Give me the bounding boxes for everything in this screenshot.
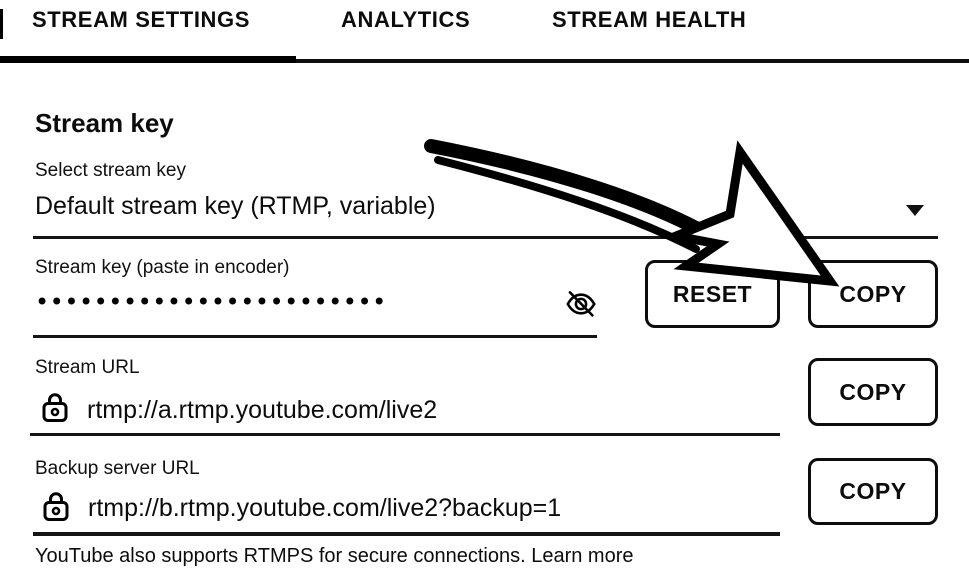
lock-icon bbox=[42, 392, 68, 423]
tab-stream-health[interactable]: STREAM HEALTH bbox=[552, 7, 747, 32]
stream-url-label: Stream URL bbox=[35, 357, 140, 378]
tab-stream-settings[interactable]: STREAM SETTINGS bbox=[32, 7, 251, 32]
tabbar-divider bbox=[0, 59, 969, 63]
eye-off-icon bbox=[560, 286, 602, 322]
copy-stream-url-button[interactable]: COPY bbox=[808, 358, 938, 426]
select-stream-key-label: Select stream key bbox=[35, 160, 186, 181]
rtmps-note: YouTube also supports RTMPS for secure c… bbox=[35, 545, 633, 568]
section-title-stream-key: Stream key bbox=[35, 108, 174, 138]
stream-url-value: rtmp://a.rtmp.youtube.com/live2 bbox=[87, 396, 438, 424]
chevron-down-icon[interactable] bbox=[906, 205, 924, 216]
backup-url-value: rtmp://b.rtmp.youtube.com/live2?backup=1 bbox=[88, 494, 562, 522]
stream-key-underline bbox=[33, 335, 597, 338]
active-tab-indicator bbox=[0, 56, 296, 63]
copy-stream-key-button[interactable]: COPY bbox=[808, 260, 938, 328]
select-underline bbox=[33, 236, 938, 239]
stream-key-field-label: Stream key (paste in encoder) bbox=[35, 257, 290, 278]
backup-url-underline bbox=[33, 532, 780, 536]
stream-url-underline bbox=[30, 433, 780, 436]
reset-button[interactable]: RESET bbox=[645, 260, 780, 328]
rtmps-note-text: YouTube also supports RTMPS for secure c… bbox=[35, 545, 526, 567]
stream-key-select-value[interactable]: Default stream key (RTMP, variable) bbox=[35, 192, 436, 220]
copy-backup-url-button[interactable]: COPY bbox=[808, 458, 938, 525]
tab-analytics[interactable]: ANALYTICS bbox=[341, 7, 471, 32]
learn-more-link[interactable]: Learn more bbox=[531, 545, 634, 567]
screen-edge-artifact bbox=[0, 9, 3, 39]
toggle-visibility-button[interactable] bbox=[560, 286, 602, 322]
stream-key-masked-value: •••••••••••••••••••••••• bbox=[35, 288, 387, 316]
backup-url-label: Backup server URL bbox=[35, 458, 200, 479]
lock-icon bbox=[43, 491, 69, 522]
